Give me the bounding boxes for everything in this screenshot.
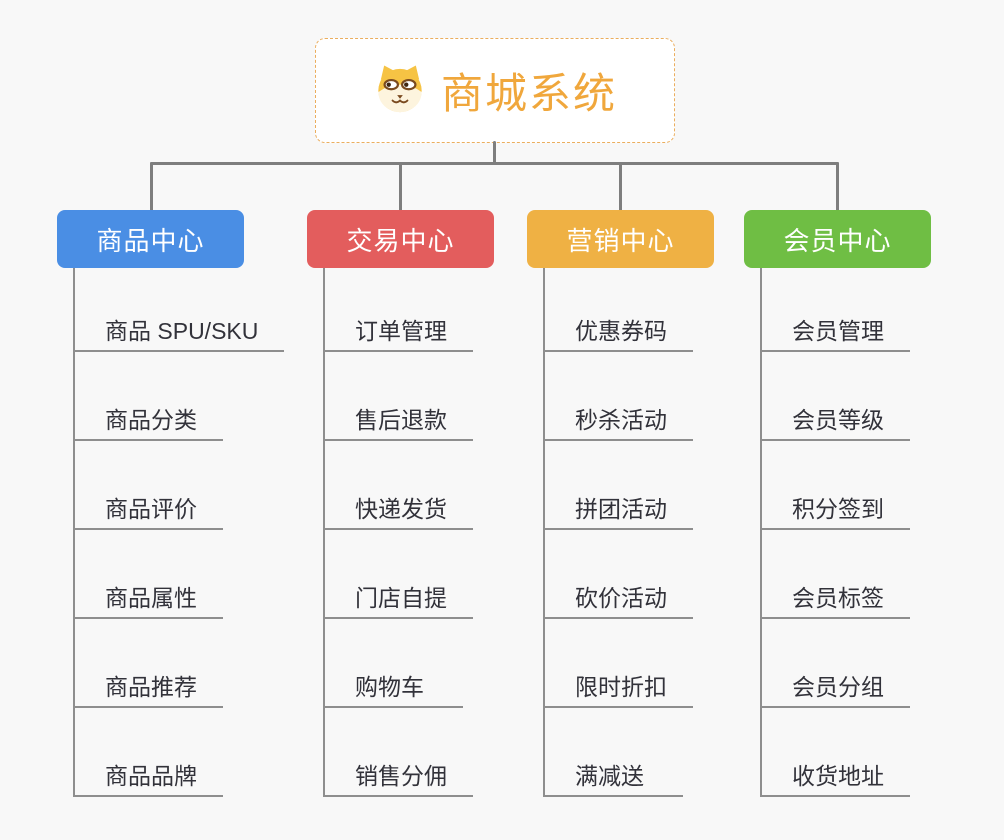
mindmap-node[interactable]: 限时折扣 [543,676,693,708]
mindmap-node[interactable]: 门店自提 [323,587,473,619]
branch-trunk-line [543,268,545,797]
connector-drop-marketing [619,162,622,212]
mindmap-node[interactable]: 优惠券码 [543,320,693,352]
mindmap-node[interactable]: 订单管理 [323,320,473,352]
connector-drop-member [836,162,839,212]
branch-trade-center: 交易中心 订单管理 售后退款 快递发货 门店自提 购物车 销售分佣 [307,210,547,797]
branch-node-product-center[interactable]: 商品中心 [57,210,244,268]
mindmap-node[interactable]: 会员等级 [760,409,910,441]
mindmap-node[interactable]: 秒杀活动 [543,409,693,441]
mindmap-node[interactable]: 销售分佣 [323,765,473,797]
connector-root-stem [493,141,496,165]
mindmap-node[interactable]: 商品品牌 [73,765,223,797]
branch-trunk-line [323,268,325,797]
mindmap-node[interactable]: 商品 SPU/SKU [73,320,285,352]
mindmap-node[interactable]: 拼团活动 [543,498,693,530]
mindmap-node[interactable]: 会员管理 [760,320,910,352]
branch-item-list: 会员管理 会员等级 积分签到 会员标签 会员分组 收货地址 [744,320,984,797]
branch-marketing-center: 营销中心 优惠券码 秒杀活动 拼团活动 砍价活动 限时折扣 满减送 [527,210,767,797]
mindmap-node[interactable]: 砍价活动 [543,587,693,619]
mindmap-node[interactable]: 商品分类 [73,409,223,441]
branch-trunk-line [760,268,762,797]
branch-node-trade-center[interactable]: 交易中心 [307,210,494,268]
branch-item-list: 优惠券码 秒杀活动 拼团活动 砍价活动 限时折扣 满减送 [527,320,767,797]
mindmap-node[interactable]: 商品推荐 [73,676,223,708]
connector-horizontal-bar [150,162,839,165]
root-title: 商城系统 [440,70,617,117]
mindmap-node[interactable]: 售后退款 [323,409,473,441]
shiba-dog-face-icon [373,63,427,118]
mindmap-node[interactable]: 商品评价 [73,498,223,530]
mindmap-node[interactable]: 快递发货 [323,498,473,530]
connector-drop-trade [399,162,402,212]
mindmap-node[interactable]: 会员分组 [760,676,910,708]
mindmap-node[interactable]: 购物车 [323,676,463,708]
branch-item-list: 订单管理 售后退款 快递发货 门店自提 购物车 销售分佣 [307,320,547,797]
mindmap-node[interactable]: 积分签到 [760,498,910,530]
mindmap-node[interactable]: 收货地址 [760,765,910,797]
branch-member-center: 会员中心 会员管理 会员等级 积分签到 会员标签 会员分组 收货地址 [744,210,984,797]
branch-product-center: 商品中心 商品 SPU/SKU 商品分类 商品评价 商品属性 商品推荐 商品品牌 [57,210,297,797]
branch-node-member-center[interactable]: 会员中心 [744,210,931,268]
branch-trunk-line [73,268,75,797]
branch-item-list: 商品 SPU/SKU 商品分类 商品评价 商品属性 商品推荐 商品品牌 [57,320,297,797]
mindmap-node[interactable]: 满减送 [543,765,683,797]
branch-node-marketing-center[interactable]: 营销中心 [527,210,714,268]
root-node-mall-system[interactable]: 商城系统 [315,38,675,143]
mindmap-node[interactable]: 会员标签 [760,587,910,619]
mindmap-node[interactable]: 商品属性 [73,587,223,619]
connector-drop-product [150,162,153,212]
